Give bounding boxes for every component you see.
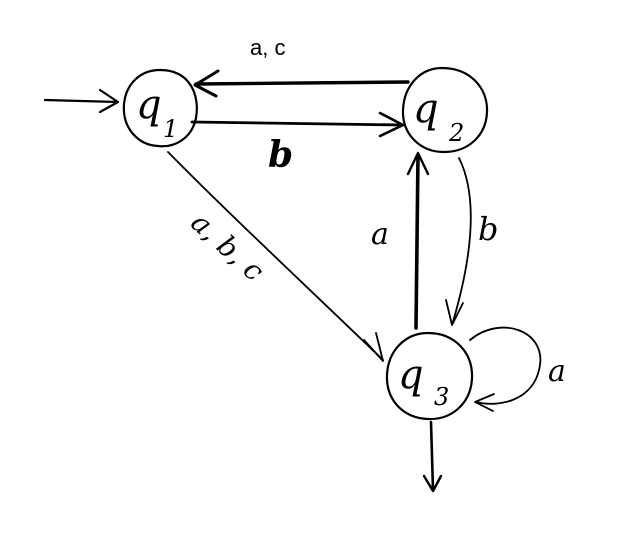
label-q2-q3: b <box>478 210 498 248</box>
state-q3-letter: q <box>398 352 424 398</box>
transition-q2-q1: a, c <box>193 35 410 98</box>
state-q2-index: 2 <box>448 119 464 147</box>
state-q1: q 1 <box>122 68 198 148</box>
label-q1-q2: b <box>268 134 293 176</box>
state-q2-letter: q <box>413 86 439 132</box>
label-q3-loop: a <box>548 354 566 389</box>
transition-q1-q3: a, b, c <box>167 151 384 362</box>
state-q2: q 2 <box>401 66 489 154</box>
state-q3: q 3 <box>385 331 474 421</box>
state-q1-letter: q <box>136 82 162 128</box>
label-q3-q2: a <box>371 217 389 252</box>
transition-q1-q2: b <box>190 111 405 176</box>
transition-q2-q3: b <box>445 157 498 326</box>
final-arrow <box>422 420 443 493</box>
state-q1-index: 1 <box>163 115 178 143</box>
transition-q3-q2: a <box>371 151 430 330</box>
state-q3-index: 3 <box>434 383 449 411</box>
label-q1-q3: a, b, c <box>185 206 271 288</box>
initial-arrow <box>43 88 120 114</box>
label-q2-q1: a, c <box>250 35 285 60</box>
transition-q3-loop: a <box>469 326 566 412</box>
